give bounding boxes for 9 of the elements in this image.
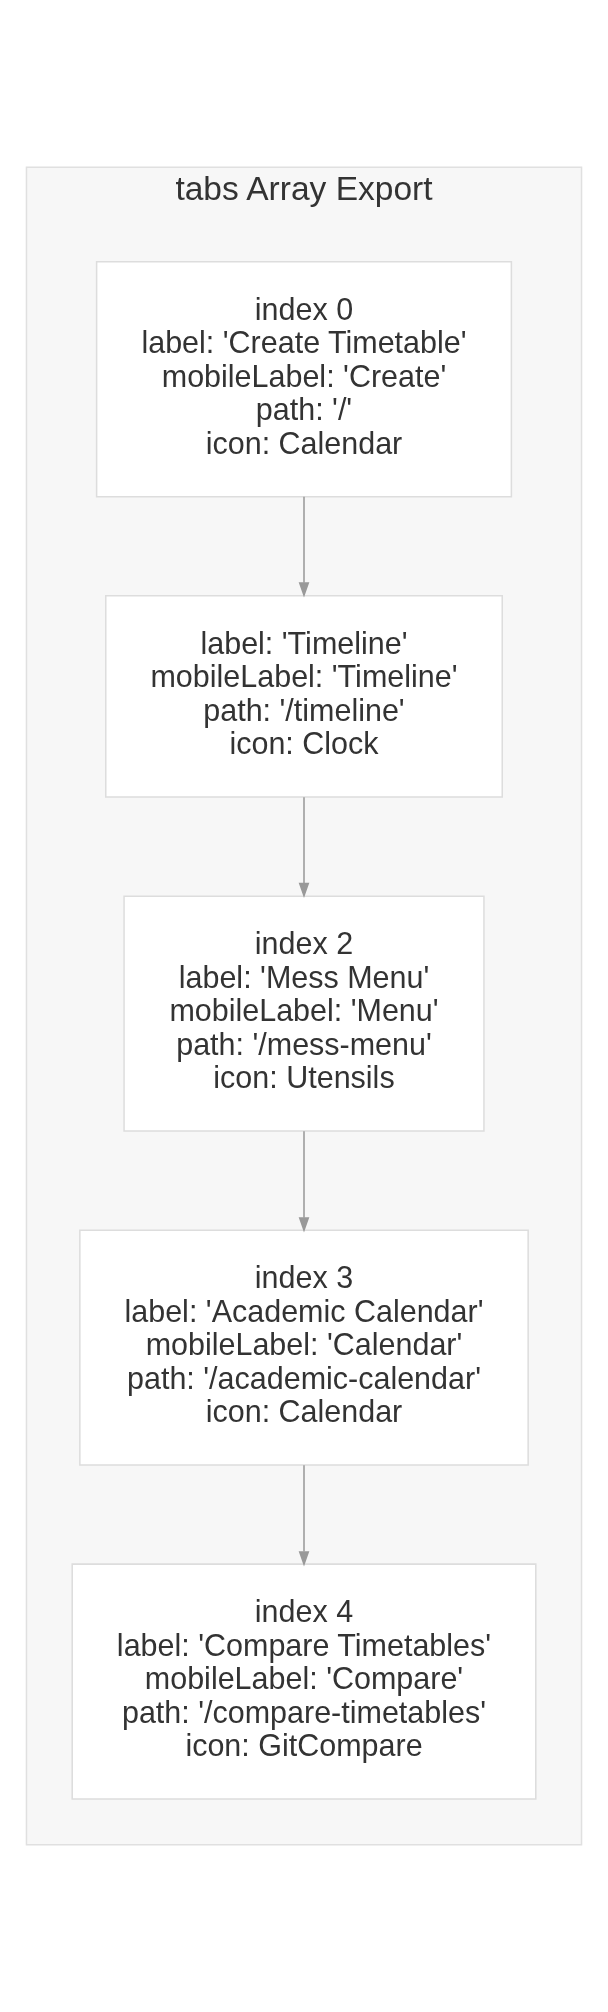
arrow [298, 796, 310, 899]
node-box: index 3 label: 'Academic Calendar' mobileLabel: 'Calendar' path: '/academic-calendar' icon: Calendar [79, 1229, 529, 1466]
node-box: index 0 label: 'Create Timetable' mobileLabel: 'Create' path: '/' icon: Calendar [95, 261, 513, 498]
arrow [298, 1130, 310, 1233]
node-box: index 2 label: 'Mess Menu' mobileLabel: 'Menu' path: '/mess-menu' icon: Utensils [123, 895, 485, 1132]
node-box: index 4 label: 'Compare Timetables' mobileLabel: 'Compare' path: '/compare-timetables' icon: GitCompare [71, 1563, 537, 1800]
arrow [298, 496, 310, 598]
node-box: label: 'Timeline' mobileLabel: 'Timeline' path: '/timeline' icon: Clock [105, 595, 503, 798]
arrow [298, 1464, 310, 1567]
